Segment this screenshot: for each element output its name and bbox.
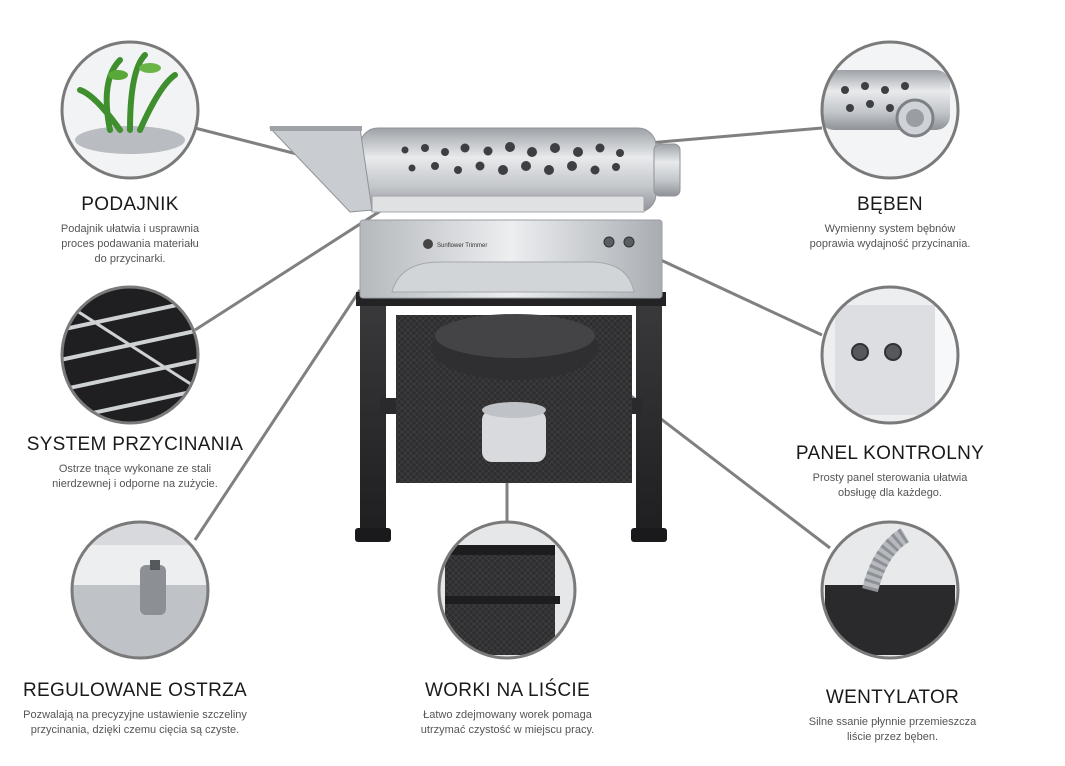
fan-photo-ring (820, 520, 960, 660)
stand-foot-left (355, 528, 391, 542)
feeder-tray (268, 127, 373, 213)
bag-photo-ring (437, 520, 577, 660)
callout-desc: Ostrze tnące wykonane ze stali nierdzewn… (52, 463, 218, 490)
detail-photo-podajnik (60, 40, 200, 180)
callout-title: WENTYLATOR (825, 687, 960, 708)
detail-photo-ostrza (70, 520, 210, 660)
drum-end-cap (653, 143, 681, 197)
connector-system (194, 206, 386, 332)
connector-beben (624, 126, 823, 147)
callout-desc: Wymienny system bębnów poprawia wydajnoś… (809, 223, 971, 250)
callout-title: WORKI NA LIŚCIE (425, 680, 590, 701)
connector-ostrza (193, 289, 362, 541)
callout-wentylator: WENTYLATOR Silne ssanie płynnie przemies… (790, 687, 995, 745)
sunflower-logo-icon (423, 239, 433, 249)
callout-title: BĘBEN (857, 194, 923, 215)
button-photo-1 (851, 343, 869, 361)
button-photo-ring (820, 285, 960, 425)
fan-motor (482, 410, 546, 462)
callout-title: PODAJNIK (81, 194, 179, 215)
callout-ostrza: REGULOWANE OSTRZA Pozwalają na precyzyjn… (5, 680, 265, 738)
stand-foot-right (631, 528, 667, 542)
detail-photo-beben (820, 40, 960, 180)
callout-desc: Silne ssanie płynnie przemieszcza liście… (808, 716, 977, 743)
callout-desc: Podajnik ułatwia i usprawnia proces poda… (60, 223, 200, 265)
brand-logo-text: Sunflower Trimmer (437, 243, 487, 249)
callout-title: REGULOWANE OSTRZA (23, 680, 247, 701)
button-photo-2 (884, 343, 902, 361)
callout-title: SYSTEM PRZYCINANIA (26, 434, 244, 455)
detail-photo-panel (820, 285, 960, 425)
detail-photo-worki (437, 520, 577, 660)
callout-system: SYSTEM PRZYCINANIA Ostrze tnące wykonane… (20, 434, 250, 492)
plant-photo-ring (60, 40, 200, 180)
callout-beben: BĘBEN Wymienny system bębnów poprawia wy… (800, 194, 980, 252)
control-button-2 (623, 236, 635, 248)
callout-worki: WORKI NA LIŚCIE Łatwo zdejmowany worek p… (405, 680, 610, 738)
callout-podajnik: PODAJNIK Podajnik ułatwia i usprawnia pr… (40, 194, 220, 267)
detail-photo-system (60, 285, 200, 425)
drum-photo-ring (820, 40, 960, 180)
connector-lines (193, 126, 831, 550)
callout-desc: Pozwalają na precyzyjne ustawienie szcze… (23, 709, 247, 736)
detail-photo-wentylator (820, 520, 960, 660)
knob-photo-ring (70, 520, 210, 660)
callout-panel: PANEL KONTROLNY Prosty panel sterowania … (795, 443, 985, 501)
connector-panel (649, 253, 823, 337)
callout-title: PANEL KONTROLNY (795, 443, 985, 464)
control-button-1 (603, 236, 615, 248)
blade-photo-ring (60, 285, 200, 425)
callout-desc: Prosty panel sterowania ułatwia obsługę … (812, 472, 968, 499)
stand-leg-left (360, 295, 386, 540)
callout-desc: Łatwo zdejmowany worek pomaga utrzymać c… (420, 709, 595, 736)
fan-top (435, 314, 595, 358)
drum-holes (401, 142, 624, 175)
trimmer-machine: Sunflower Trimmer (268, 126, 681, 542)
stand-leg-right (636, 295, 662, 540)
